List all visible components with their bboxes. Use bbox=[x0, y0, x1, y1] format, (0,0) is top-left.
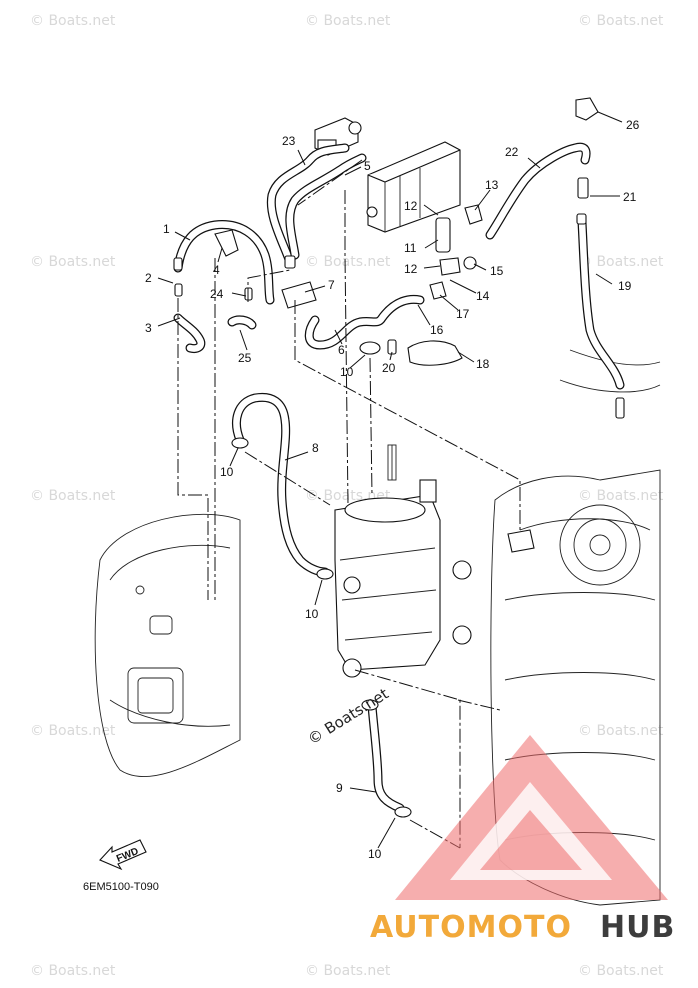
diagram-code: 6EM5100-T090 bbox=[83, 881, 159, 893]
callout-14: 14 bbox=[476, 289, 490, 303]
callout-22: 22 bbox=[505, 145, 519, 159]
callout-19: 19 bbox=[618, 279, 632, 293]
callout-10: 10 bbox=[305, 607, 319, 621]
watermark-text: © Boats.net bbox=[305, 963, 391, 979]
callout-9: 9 bbox=[336, 781, 343, 795]
watermark-text: © Boats.net bbox=[30, 488, 116, 504]
watermark-layer: © Boats.net © Boats.net © Boats.net © Bo… bbox=[30, 13, 664, 979]
callout-8: 8 bbox=[312, 441, 319, 455]
watermark-text: © Boats.net bbox=[305, 254, 391, 270]
callout-10: 10 bbox=[340, 365, 354, 379]
callout-11: 11 bbox=[404, 241, 417, 255]
watermark-text: © Boats.net bbox=[578, 488, 664, 504]
callout-10: 10 bbox=[220, 465, 234, 479]
vapor-separator bbox=[334, 444, 472, 678]
callout-12: 12 bbox=[404, 262, 418, 276]
watermark-text: © Boats.net bbox=[30, 13, 116, 29]
callout-4: 4 bbox=[213, 263, 220, 277]
callout-1: 1 bbox=[163, 222, 170, 236]
hoses bbox=[173, 142, 625, 813]
watermark-text: © Boats.net bbox=[578, 963, 664, 979]
callout-17: 17 bbox=[456, 307, 470, 321]
callout-20: 20 bbox=[382, 361, 396, 375]
callout-16: 16 bbox=[430, 323, 444, 337]
callout-7: 7 bbox=[328, 278, 335, 292]
callout-10: 10 bbox=[368, 847, 382, 861]
watermark-text: © Boats.net bbox=[305, 13, 391, 29]
callout-15: 15 bbox=[490, 264, 504, 278]
callout-24: 24 bbox=[210, 287, 224, 301]
fittings bbox=[173, 97, 625, 818]
callout-21: 21 bbox=[623, 190, 637, 204]
watermark-text: © Boats.net bbox=[578, 723, 664, 739]
callout-3: 3 bbox=[145, 321, 152, 335]
watermark-text: © Boats.net bbox=[578, 13, 664, 29]
callout-labels: 1 2 3 4 5 6 7 8 9 10 10 10 10 11 12 12 1… bbox=[145, 118, 640, 861]
callout-18: 18 bbox=[476, 357, 490, 371]
brand-automoto: AUTOMOTO bbox=[370, 910, 572, 945]
fwd-arrow-icon: FWD bbox=[99, 839, 147, 871]
charcoal-canister bbox=[366, 141, 461, 233]
watermark-text: © Boats.net bbox=[30, 963, 116, 979]
watermark-text: © Boats.net bbox=[30, 723, 116, 739]
callout-26: 26 bbox=[626, 118, 640, 132]
automotohub-logo: AUTOMOTO HUB bbox=[370, 735, 675, 945]
callout-25: 25 bbox=[238, 351, 252, 365]
assembly-lines bbox=[177, 159, 521, 849]
watermark-text: © Boats.net bbox=[30, 254, 116, 270]
callout-23: 23 bbox=[282, 134, 296, 148]
callout-13: 13 bbox=[485, 178, 499, 192]
brand-hub: HUB bbox=[600, 910, 675, 945]
callout-6: 6 bbox=[338, 343, 345, 357]
watermark-text: © Boats.net bbox=[578, 254, 664, 270]
callout-5: 5 bbox=[364, 159, 371, 173]
callout-12: 12 bbox=[404, 199, 418, 213]
callout-2: 2 bbox=[145, 271, 152, 285]
leader-lines bbox=[157, 111, 623, 849]
